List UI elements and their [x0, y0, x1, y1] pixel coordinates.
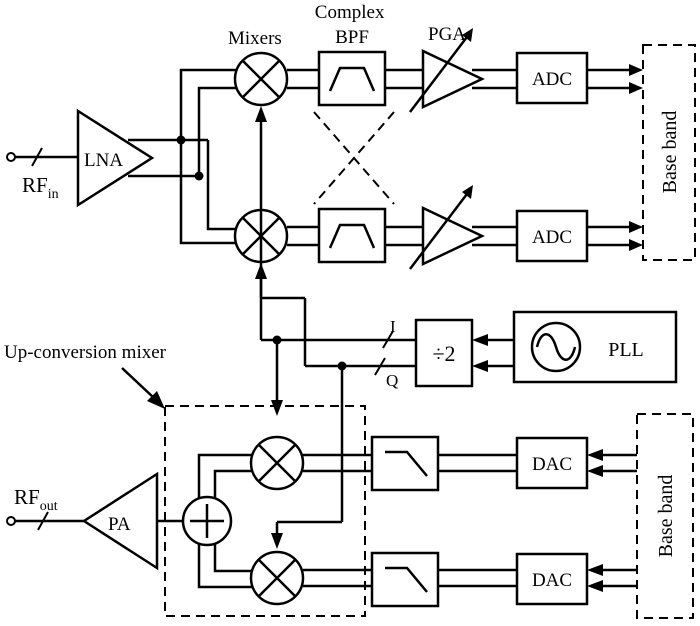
tx-baseband-label: Base band [655, 475, 677, 558]
tx-mixer-q [249, 550, 305, 606]
divide-by-two-block [414, 318, 474, 388]
rx-baseband-label: Base band [659, 111, 681, 194]
q-label: Q [386, 371, 398, 390]
up-conversion-mixer-box [164, 405, 366, 617]
pga-q [409, 185, 485, 270]
tx-mixer-i [249, 435, 305, 491]
pll-label: PLL [608, 339, 644, 361]
adc-q [515, 209, 589, 263]
rf-in-terminal [6, 147, 78, 167]
summer [181, 495, 233, 547]
divide-by-two-label: ÷2 [432, 341, 455, 366]
complex-bpf-q [317, 207, 387, 264]
lna-amplifier [76, 108, 155, 208]
dac-q [515, 552, 589, 606]
rx-mixer-i [233, 51, 289, 107]
adc-label: ADC [532, 227, 572, 248]
dac-i [515, 436, 589, 490]
i-label: I [390, 317, 396, 336]
adc-i [515, 51, 589, 105]
tx-baseband-box [636, 413, 694, 619]
mixers-label: Mixers [228, 28, 282, 49]
pga-label: PGA [428, 24, 466, 45]
adc-label: ADC [532, 69, 572, 90]
rx-baseband-box [642, 44, 696, 261]
pointer-line [121, 367, 155, 399]
tx-lpf-i [370, 435, 440, 492]
pga-i [409, 28, 485, 113]
tx-lpf-q [370, 551, 440, 608]
pll-block [512, 310, 678, 384]
dac-label: DAC [532, 570, 572, 591]
dac-label: DAC [532, 454, 572, 475]
lna-label: LNA [84, 150, 123, 171]
bpf-coupling-line [313, 111, 395, 205]
complex-bpf-label: Complex BPF [315, 2, 389, 48]
pa-amplifier [81, 471, 159, 571]
rf-out-terminal [6, 511, 84, 531]
complex-bpf-i [317, 50, 387, 107]
pa-label: PA [108, 514, 131, 535]
up-conversion-mixer-label: Up-conversion mixer [4, 342, 167, 363]
rf-out-label: RFout [14, 485, 58, 514]
rf-in-label: RFin [22, 173, 59, 202]
